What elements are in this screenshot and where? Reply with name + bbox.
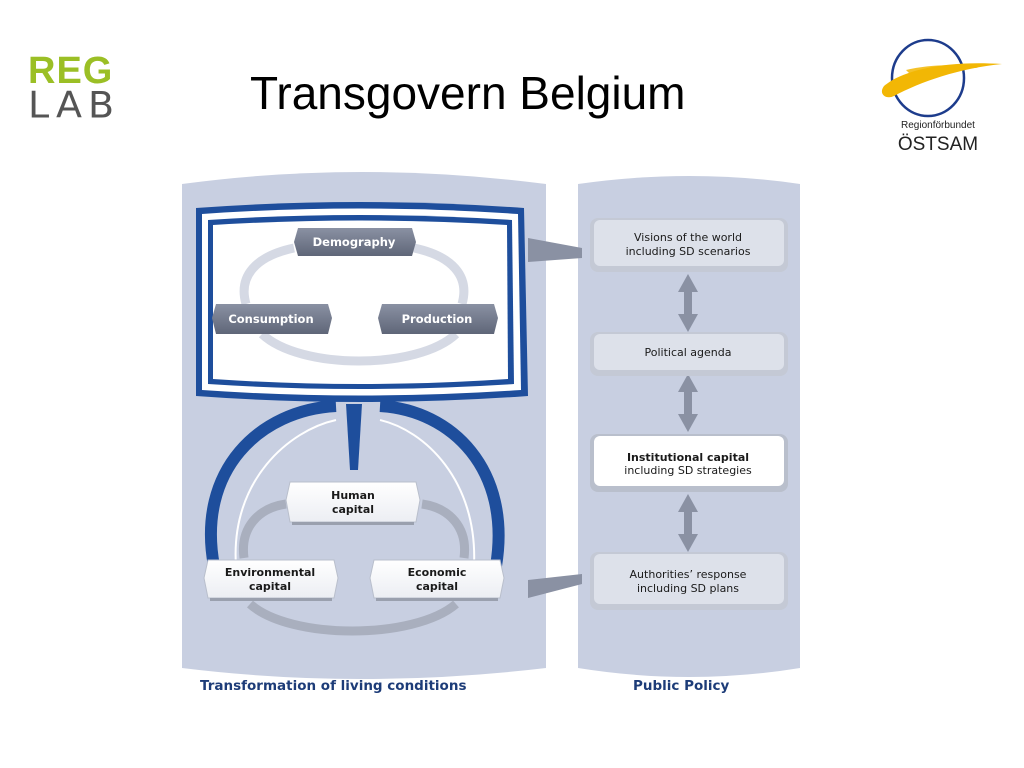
human-capital-line2: capital <box>332 503 374 516</box>
caption-transformation: Transformation of living conditions <box>200 678 467 694</box>
ostsam-logo: Regionförbundet ÖSTSAM <box>870 34 1006 162</box>
box-environmental-capital: Environmental capital <box>203 559 339 601</box>
ostsam-logo-name: ÖSTSAM <box>897 134 979 155</box>
capital-cycle <box>238 499 470 636</box>
visions-line2: including SD scenarios <box>626 245 751 258</box>
reglab-logo: REG LAB <box>28 52 148 124</box>
ostsam-logo-small-text: Regionförbundet <box>901 120 975 131</box>
institutional-capital-line1: Institutional capital <box>627 451 749 464</box>
inner-cycle <box>239 243 469 366</box>
reglab-logo-reg: REG <box>28 50 114 92</box>
visions-line1: Visions of the world <box>634 231 742 244</box>
ostsam-emblem-icon <box>881 38 1002 118</box>
institutional-capital-line2: including SD strategies <box>624 464 752 477</box>
node-production-label: Production <box>402 312 473 326</box>
box-political-agenda: Political agenda <box>590 332 788 376</box>
box-economic-capital: Economic capital <box>369 559 505 601</box>
box-institutional-capital: Institutional capital including SD strat… <box>590 434 788 492</box>
node-consumption-label: Consumption <box>228 312 313 326</box>
reglab-logo-lab: LAB <box>28 84 121 126</box>
node-demography-label: Demography <box>313 235 396 249</box>
slide-title: Transgovern Belgium <box>250 67 686 119</box>
political-agenda-label: Political agenda <box>645 346 732 359</box>
environmental-capital-line1: Environmental <box>225 566 315 579</box>
box-authorities-response: Authorities’ response including SD plans <box>590 552 788 610</box>
box-human-capital: Human capital <box>285 481 421 525</box>
node-production: Production <box>378 304 498 334</box>
policy-arrows <box>678 274 698 552</box>
environmental-capital-line2: capital <box>249 580 291 593</box>
node-demography: Demography <box>294 228 416 256</box>
authorities-line2: including SD plans <box>637 582 739 595</box>
authorities-line1: Authorities’ response <box>630 568 747 581</box>
economic-capital-line1: Economic <box>408 566 467 579</box>
connector-visions <box>528 238 582 262</box>
box-visions: Visions of the world including SD scenar… <box>590 218 788 272</box>
human-capital-line1: Human <box>331 489 375 502</box>
node-consumption: Consumption <box>212 304 332 334</box>
outer-arcs <box>204 400 505 568</box>
caption-public-policy: Public Policy <box>633 678 730 694</box>
connector-authorities <box>528 574 582 598</box>
economic-capital-line2: capital <box>416 580 458 593</box>
